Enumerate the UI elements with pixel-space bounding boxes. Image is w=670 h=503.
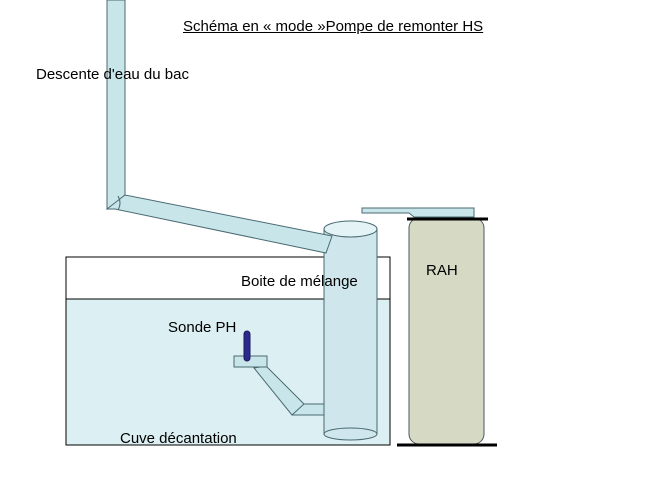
descent-pipe-elbow (117, 195, 121, 211)
diagram-title: Schéma en « mode »Pompe de remonter HS (183, 18, 484, 35)
descent-pipe-diagonal (105, 194, 333, 254)
descent-pipe-vertical (106, 0, 126, 210)
label-boite: Boite de mélange (241, 273, 358, 290)
label-descente: Descente d'eau du bac (36, 66, 189, 83)
rah-reactor (397, 217, 497, 447)
label-cuve: Cuve décantation (120, 430, 237, 447)
label-rah: RAH (426, 262, 458, 279)
label-sonde: Sonde PH (168, 319, 237, 336)
rah-overflow-pipe (361, 207, 475, 218)
ph-probe (243, 330, 251, 362)
mixing-box-cylinder (323, 220, 378, 441)
